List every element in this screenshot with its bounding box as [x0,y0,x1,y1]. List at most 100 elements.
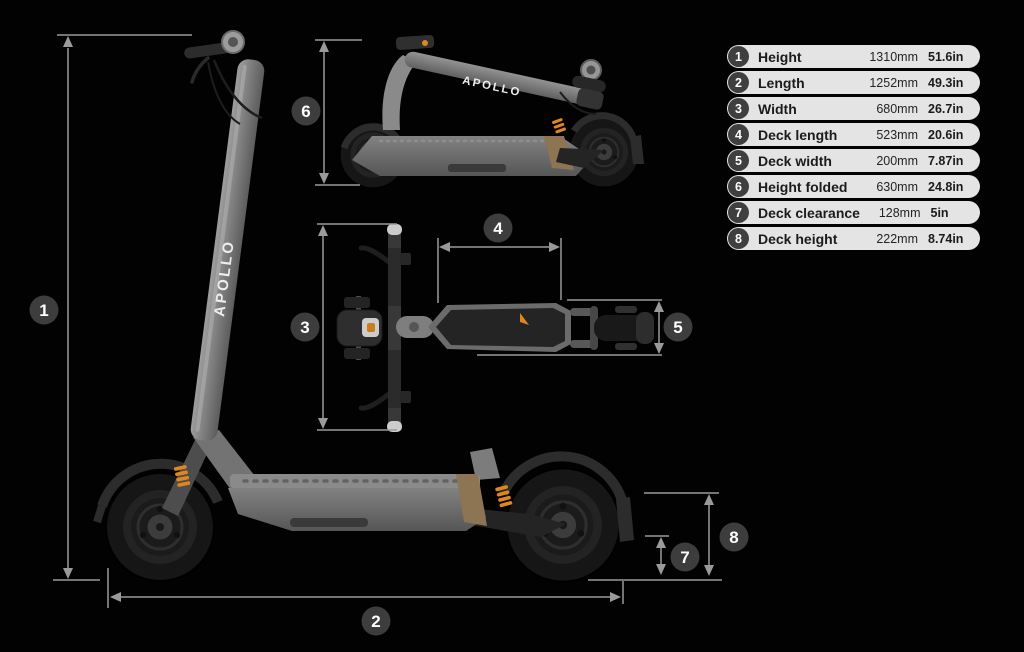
spec-row-height-folded: 6 Height folded 630mm 24.8in [727,175,980,198]
folded-deck [352,136,592,176]
spec-value-mm: 200mm [876,153,918,168]
top-deck-griptape [436,308,565,347]
dim-deck-height [644,492,719,576]
rear-suspension-spring [495,485,513,508]
stem-highlight [195,64,247,432]
folded-mast [404,51,588,105]
arrow-down-icon [654,343,664,354]
spec-label: Deck length [758,126,838,143]
spec-table: 1 Height 1310mm 51.6in 2 Length 1252mm 4… [727,45,980,253]
row-number-badge: 5 [728,150,749,171]
folded-rear-mudflap [630,135,644,164]
marker-deck-length: 4 [483,213,513,243]
spec-row-height: 1 Height 1310mm 51.6in [727,45,980,68]
arrow-left-icon [439,242,450,252]
folded-clamp-pin [422,40,428,46]
marker-deck-height: 8 [719,522,749,552]
marker-number: 5 [673,318,682,337]
spec-value-in: 24.8in [928,179,964,194]
spec-value-in: 7.87in [928,153,964,168]
spec-label: Length [758,74,805,91]
handlebar-grip [184,42,230,59]
marker-number: 3 [300,318,309,337]
folded-rear-fender [571,112,638,142]
arrow-left-icon [110,592,121,602]
row-number-badge: 8 [728,228,749,249]
arrow-up-icon [63,36,73,47]
arrow-down-icon [318,418,328,429]
spec-row-deck-clearance: 7 Deck clearance 128mm 5in [727,201,980,224]
spec-row-deck-length: 4 Deck length 523mm 20.6in [727,123,980,146]
spec-value-in: 20.6in [928,127,964,142]
marker-length: 2 [361,606,391,636]
dimension-markers: 1 2 3 4 5 6 7 8 [29,96,749,636]
folded-neck [382,55,417,130]
dim-width [317,223,397,431]
row-number-badge: 4 [728,124,749,145]
top-front-fender-r [344,348,370,359]
marker-width: 3 [290,312,320,342]
marker-number: 7 [680,548,689,567]
spec-value-mm: 128mm [878,205,921,220]
top-front-fender-l [344,297,370,308]
marker-deck-clearance: 7 [670,542,700,572]
spec-value-mm: 680mm [876,101,918,116]
arrow-down-icon [704,565,714,576]
brake-cable [212,59,263,120]
top-bar-endcap-left [387,224,402,235]
marker-height: 1 [29,295,59,325]
marker-deck-width: 5 [663,312,693,342]
top-brake-lever-right [358,391,392,411]
spec-value-in: 26.7in [928,101,964,116]
top-rear-axle-r [615,343,637,350]
arrow-up-icon [704,494,714,505]
spec-value-mm: 1252mm [869,75,918,90]
deck-side-panel [456,474,487,526]
top-clamp-right [400,391,411,403]
dim-length [107,568,624,608]
top-brake-lever-left [358,245,392,265]
top-rear-fender [636,312,654,344]
spec-label: Height [758,48,802,65]
arrow-up-icon [654,301,664,312]
folded-deck-slot [448,164,506,172]
dim-deck-length [437,238,562,303]
arrow-right-icon [610,592,621,602]
folded-grip [572,75,606,93]
spec-row-length: 2 Length 1252mm 49.3in [727,71,980,94]
top-stem-bolt [409,322,419,332]
headlight-lens [228,37,238,47]
spec-label: Deck width [758,152,832,169]
top-rear-fork-r [570,340,596,348]
spec-value-in: 49.3in [928,75,964,90]
folded-swingarm [556,148,604,168]
spec-label: Width [758,100,797,117]
brake-lever [190,56,210,84]
arrow-up-icon [319,41,329,52]
kickstand-slot [290,518,368,527]
arrow-up-icon [656,537,666,548]
dimension-lines [53,34,722,608]
top-headlight-lens [367,323,375,332]
front-mudflap [93,504,106,524]
front-fender [97,458,223,508]
row-number-badge: 1 [728,46,749,67]
folded-headlight-lens [586,65,596,75]
marker-number: 1 [39,301,48,320]
top-deck-logo [520,313,529,325]
dim-height-folded [315,39,362,186]
top-rear-wheel [594,315,646,341]
rear-bracket [470,448,500,480]
spec-value-in: 5in [930,205,949,220]
arrow-down-icon [319,173,329,184]
arrow-right-icon [549,242,560,252]
spec-value-mm: 1310mm [869,49,918,64]
front-wheel [104,471,216,583]
rear-swingarm [466,508,566,537]
side-view-scooter: APOLLO [93,30,634,584]
rear-fender [498,451,627,502]
top-view-scooter [336,224,654,432]
top-grip-left [388,248,401,306]
top-rear-fork-l [570,308,596,316]
